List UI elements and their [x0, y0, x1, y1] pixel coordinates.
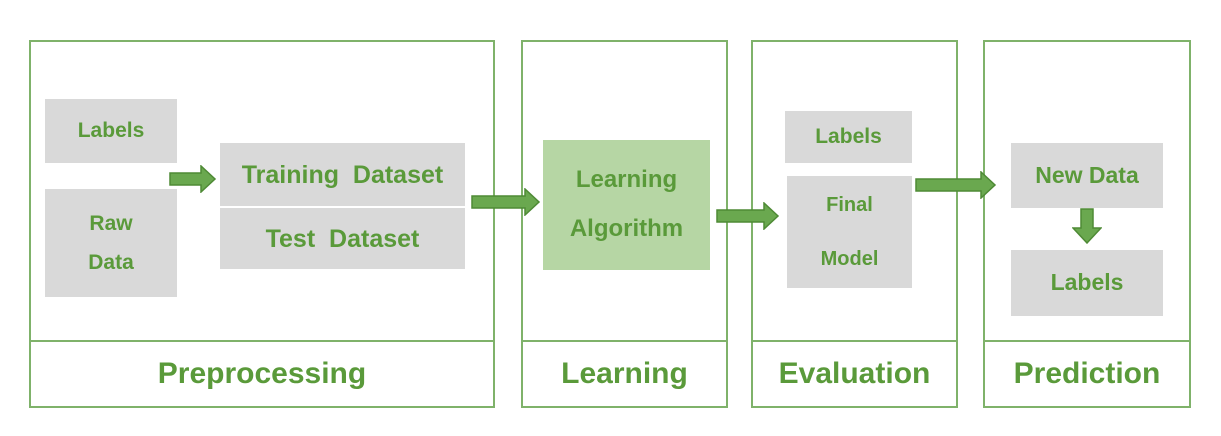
learning-title-text: Learning [561, 357, 688, 390]
learning-algorithm-box: Learning Algorithm [543, 140, 710, 270]
evaluation-title-text: Evaluation [778, 357, 931, 390]
raw-data-box: Raw Data [45, 189, 177, 297]
prediction-labels-label: Labels [1050, 269, 1124, 296]
final-model-line2: Model [820, 248, 879, 270]
evaluation-labels-box: Labels [785, 111, 912, 163]
stage-preprocessing: Labels Raw Data Training Dataset Test Da… [29, 40, 495, 408]
labels-box-label: Labels [77, 119, 145, 143]
stage-evaluation: Labels Final Model Evaluation [751, 40, 958, 408]
arrow-learning-to-evaluation-icon [716, 202, 780, 230]
test-dataset-box: Test Dataset [220, 208, 465, 269]
arrow-preprocessing-to-learning-icon [471, 188, 541, 216]
evaluation-labels-label: Labels [815, 125, 882, 149]
final-model-box: Final Model [787, 176, 912, 288]
stage-title-evaluation: Evaluation [753, 340, 956, 406]
new-data-label: New Data [1035, 161, 1139, 188]
stage-learning: Learning Algorithm Learning [521, 40, 728, 408]
prediction-title-text: Prediction [1013, 357, 1161, 390]
stage-title-prediction: Prediction [985, 340, 1189, 406]
arrow-new-data-to-labels-icon [1072, 208, 1102, 244]
stage-prediction: New Data Labels Prediction [983, 40, 1191, 408]
raw-data-line1: Raw [89, 211, 133, 235]
new-data-box: New Data [1011, 143, 1163, 208]
prediction-labels-box: Labels [1011, 250, 1163, 316]
learning-algorithm-line2: Algorithm [569, 215, 684, 242]
arrow-evaluation-to-prediction-icon [915, 171, 997, 199]
raw-data-line2: Data [88, 251, 134, 274]
final-model-line1: Final [826, 194, 873, 216]
arrow-inputs-to-datasets-icon [169, 165, 217, 193]
training-dataset-box: Training Dataset [220, 143, 465, 206]
labels-box: Labels [45, 99, 177, 163]
stage-title-learning: Learning [523, 340, 726, 406]
training-dataset-label: Training Dataset [241, 160, 444, 189]
learning-algorithm-line1: Learning [575, 166, 678, 194]
preprocessing-title-text: Preprocessing [157, 357, 367, 390]
stage-title-preprocessing: Preprocessing [31, 340, 493, 406]
test-dataset-label: Test Dataset [265, 224, 420, 253]
